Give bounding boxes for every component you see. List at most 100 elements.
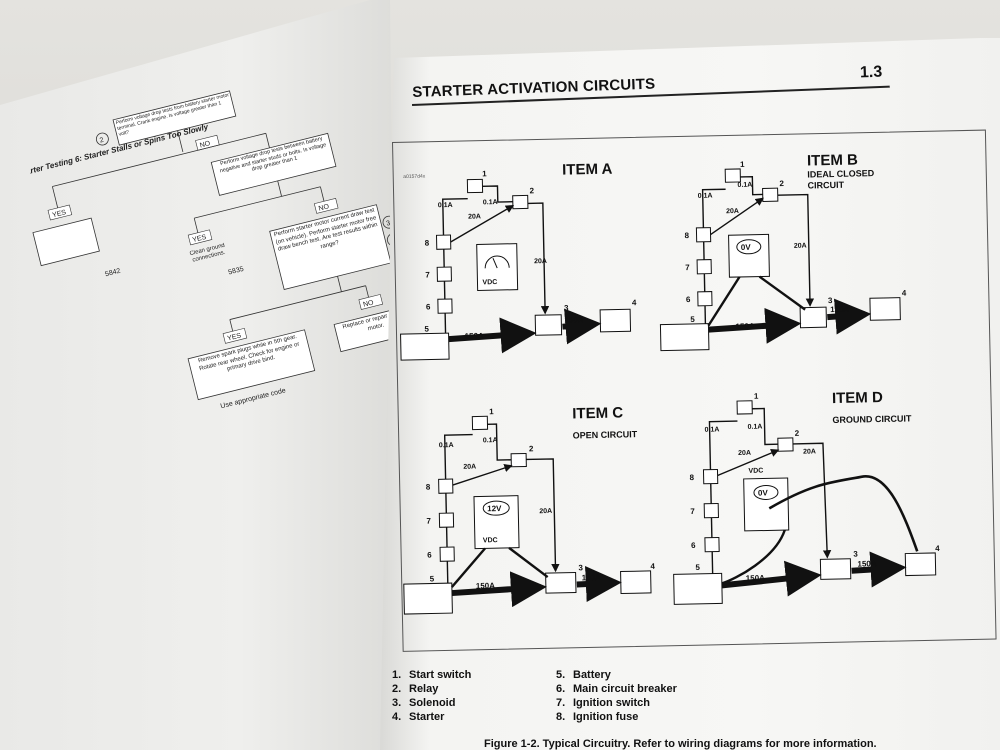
legend-item: 1. Start switch [392, 668, 572, 682]
item-b-150a-2: 150A [830, 305, 850, 314]
item-b-ignition-fuse [695, 227, 712, 243]
legend-label: Battery [573, 669, 611, 681]
item-c-start-switch [471, 415, 489, 431]
legend-label: Relay [409, 683, 439, 695]
item-d-ignition-fuse [702, 468, 719, 485]
legend-number: 8. [556, 711, 566, 723]
item-a-relay [512, 194, 529, 210]
item-c-subtitle: OPEN CIRCUIT [573, 429, 638, 440]
item-b-circuit-breaker [697, 291, 713, 307]
svg-text:1: 1 [740, 160, 745, 169]
item-b-starter [869, 297, 901, 321]
item-a-circuit-breaker [437, 298, 453, 314]
item-d-circuit-breaker [704, 536, 720, 553]
svg-text:2: 2 [795, 429, 800, 438]
legend-label: Start switch [409, 669, 472, 681]
yes-tag-label: YES [52, 209, 68, 219]
legend-item: 5.Battery [556, 668, 736, 682]
no-tag-label: NO [318, 203, 330, 212]
item-d-battery [673, 572, 723, 605]
circuit-diagram: a0157d4x ITEM A VDC 150A [400, 151, 940, 615]
item-a-ignition-switch [436, 266, 452, 282]
remove-plugs-text: Remove spark plugs while in 5th gear. Ro… [197, 333, 301, 373]
item-c-solenoid [545, 571, 577, 594]
item-a-ignition-fuse [435, 234, 452, 250]
item-a-20a: 20A [468, 213, 481, 220]
item-d-starter [904, 552, 937, 577]
item-b-ignition-switch [696, 259, 712, 275]
item-c-20a: 20A [463, 464, 476, 471]
item-b-01a-2: 0.1A [737, 182, 752, 189]
clean-code: 5835 [228, 266, 245, 277]
step-marker [95, 132, 109, 146]
legend-number: 4. [392, 711, 402, 723]
svg-text:8: 8 [426, 482, 431, 491]
svg-text:7: 7 [426, 516, 431, 525]
item-c-ignition-switch [438, 512, 455, 528]
item-c-150a: 150A [476, 581, 496, 590]
item-b-meter-reading: 0V [741, 243, 752, 252]
item-a-starter [599, 308, 632, 333]
item-d-meter-reading: 0V [758, 488, 769, 497]
left-page: Starter Testing 6: Starter Stalls or Spi… [0, 0, 398, 750]
yes-tag-label: YES [192, 234, 208, 244]
item-c-ignition-fuse [438, 478, 454, 494]
item-a-150a: 150A [465, 331, 485, 340]
svg-text:3: 3 [564, 304, 569, 313]
item-a-meter-unit: VDC [482, 279, 497, 286]
item-d-01a-2: 0.1A [748, 424, 763, 431]
legend-item: 2.Relay [392, 682, 572, 696]
svg-text:4: 4 [632, 298, 637, 307]
svg-text:5: 5 [695, 563, 700, 572]
item-d-01a: 0.1A [705, 426, 720, 433]
troubleshooting-flowchart: Starter Testing 6: Starter Stalls or Spi… [30, 90, 390, 410]
figure-caption: Figure 1-2. Typical Circuitry. Refer to … [484, 738, 877, 750]
item-c-relay [510, 452, 527, 468]
svg-text:2: 2 [779, 179, 784, 188]
motor-test-text: Perform starter motor current draw test … [273, 207, 379, 253]
item-c-meter-reading: 12V [487, 504, 502, 513]
legend-label: Ignition switch [573, 697, 650, 709]
svg-text:8: 8 [690, 473, 695, 482]
item-c-title: ITEM C [572, 404, 623, 422]
legend-number: 1. [392, 669, 402, 681]
item-c-01a: 0.1A [439, 442, 454, 449]
svg-text:6: 6 [426, 302, 431, 311]
item-a-01a-2: 0.1A [483, 199, 498, 206]
legend-number: 7. [556, 697, 566, 709]
item-d-150a: 150A [746, 574, 766, 583]
item-a-20a-2: 20A [534, 258, 547, 265]
section-number: 1.3 [859, 63, 883, 82]
item-c-01a-2: 0.1A [483, 437, 498, 444]
item-c-meter-unit: VDC [483, 537, 498, 544]
legend-label: Main circuit breaker [573, 683, 677, 695]
svg-text:7: 7 [685, 263, 690, 272]
svg-text:3: 3 [828, 296, 833, 305]
item-a-150a-2: 150A [564, 315, 584, 324]
svg-text:5: 5 [430, 574, 435, 583]
item-d-20a: 20A [738, 450, 751, 457]
item-d-20a-2: 20A [803, 448, 816, 455]
marker-3: 3 [386, 220, 390, 228]
yes-tag-label: YES [227, 332, 243, 342]
item-b-start-switch [724, 168, 741, 183]
legend-item: 6.Main circuit breaker [556, 682, 736, 696]
item-b-150a: 150A [735, 322, 755, 331]
item-d-panel: ITEM D GROUND CIRCUIT 0V VDC [673, 389, 937, 605]
item-a-01a: 0.1A [438, 202, 453, 209]
svg-text:2: 2 [529, 444, 534, 453]
item-c-battery [403, 582, 453, 615]
item-b-title: ITEM B [807, 151, 858, 169]
repair-left-code: 5842 [104, 268, 121, 279]
item-d-subtitle: GROUND CIRCUIT [832, 413, 912, 425]
item-b-relay [762, 187, 779, 202]
svg-text:4: 4 [902, 288, 907, 297]
item-d-relay [777, 437, 794, 452]
no-tag-label: NO [199, 140, 211, 149]
item-c-starter [620, 570, 652, 595]
item-b-20a: 20A [726, 208, 739, 215]
clean-text: Clean ground connections. [189, 242, 227, 264]
legend-label: Ignition fuse [573, 711, 639, 723]
item-b-panel: ITEM B IDEAL CLOSED CIRCUIT 0V 150A [659, 151, 901, 352]
